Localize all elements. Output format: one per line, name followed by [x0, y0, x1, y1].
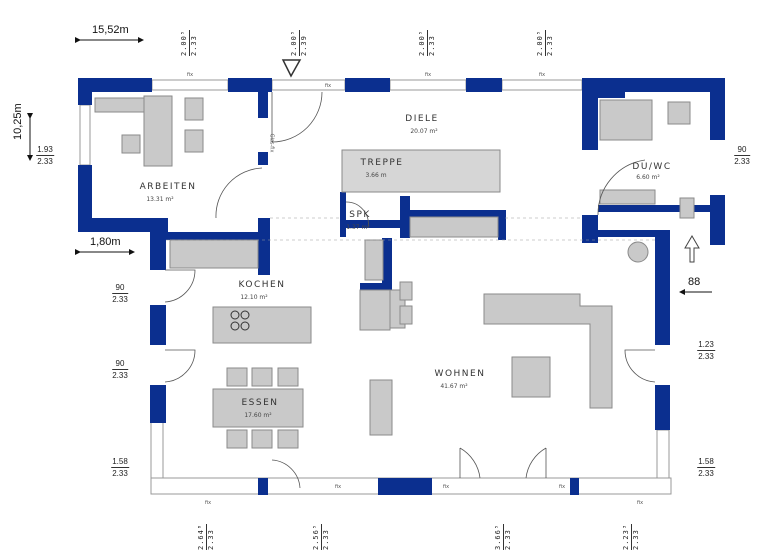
sofa [483, 293, 613, 409]
room-area-du-wc: 6.60 m² [636, 174, 660, 181]
room-name-spk: SPK [349, 210, 371, 220]
fix-label: fix [538, 72, 546, 78]
room-area-treppe: 3.66 m [365, 172, 387, 179]
fix-label: fix [186, 72, 194, 78]
kitchen-island [212, 306, 312, 344]
room-boundaries [166, 217, 655, 241]
offset-left: 1,80m [90, 236, 121, 248]
fix-label: fix [442, 484, 450, 490]
fix-label: fix [324, 83, 332, 89]
room-area-kochen: 12.10 m² [240, 294, 268, 301]
room-name-du-wc: DU/WC [632, 162, 672, 172]
room-name-kochen: KOCHEN [238, 280, 286, 290]
furniture [94, 95, 695, 449]
room-area-essen: 17.60 m² [244, 412, 272, 419]
room-area-spk: 1.37 m² [346, 224, 370, 231]
fireplace [369, 379, 393, 436]
fix-label: fix [424, 72, 432, 78]
staircase [341, 149, 501, 193]
room-area-diele: 20.07 m² [410, 128, 438, 135]
plant [627, 241, 649, 263]
room-area-wohnen: 41.67 m² [440, 383, 468, 390]
dining-table [212, 388, 304, 428]
north-marker-icon [281, 59, 302, 78]
entrance-arrow-icon [684, 235, 700, 263]
glass-fix-label: Glas-fix [268, 133, 275, 153]
room-area-arbeiten: 13.31 m² [146, 196, 174, 203]
room-name-diele: DIELE [405, 114, 439, 124]
room-name-treppe: TREPPE [360, 158, 404, 168]
fix-label: fix [204, 500, 212, 506]
overall-depth: 10,25m [12, 103, 24, 140]
door-swings [164, 91, 656, 489]
offset-right: 88 [688, 276, 701, 288]
coffee-table [511, 356, 551, 398]
fix-label: fix [636, 500, 644, 506]
room-name-wohnen: WOHNEN [434, 369, 486, 379]
fix-label: fix [558, 484, 566, 490]
overall-width: 15,52m [92, 24, 129, 36]
room-name-arbeiten: ARBEITEN [139, 182, 197, 192]
room-name-essen: ESSEN [241, 398, 279, 408]
fix-label: fix [334, 484, 342, 490]
walls [78, 78, 725, 495]
desk [143, 95, 173, 167]
